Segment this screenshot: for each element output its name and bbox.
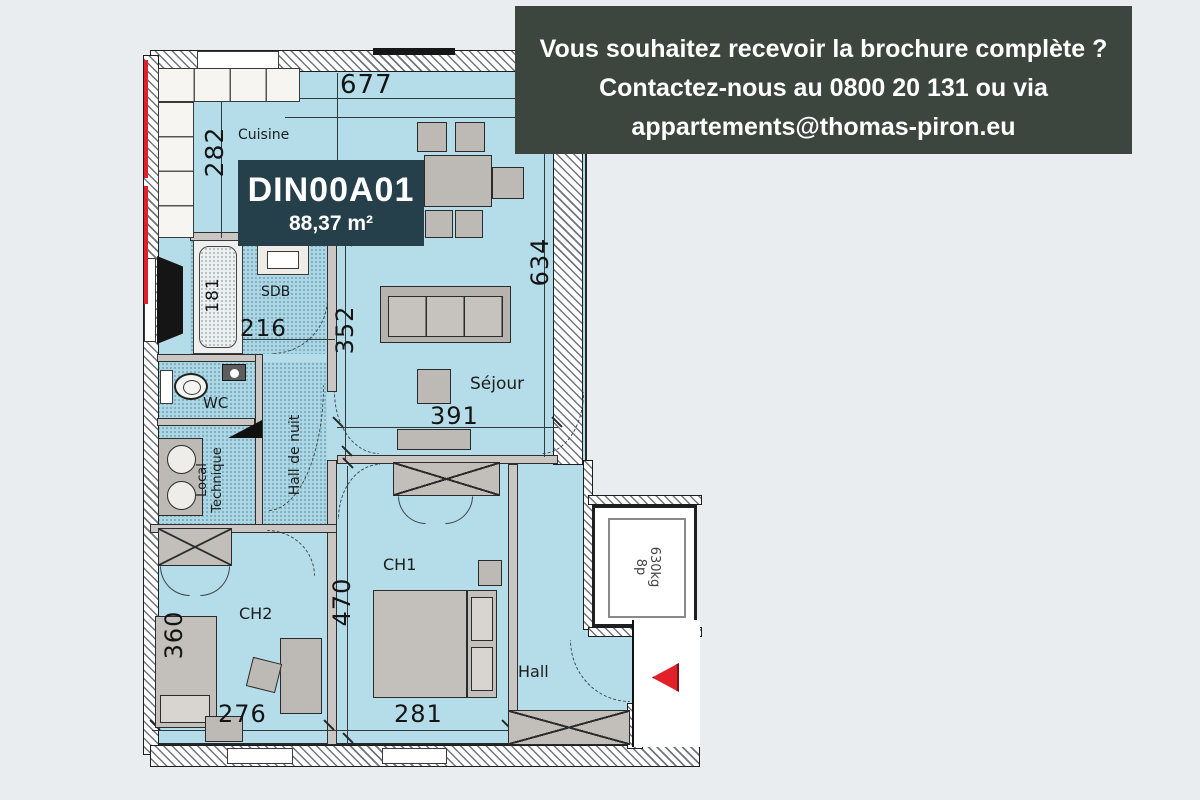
- bathtub: [193, 240, 243, 354]
- ch1-nightstand: [478, 560, 502, 586]
- dim-391: 391: [430, 402, 479, 430]
- dimline-391: [337, 427, 558, 428]
- dim-bathtub: 181: [203, 277, 223, 313]
- sdb-sink: [257, 245, 309, 275]
- hall-de-nuit-label: Hall de nuit: [287, 414, 303, 496]
- wall-main-vertical-lower: [327, 460, 337, 745]
- hall-label: Hall: [518, 662, 549, 681]
- hall-wardrobe: [508, 710, 630, 745]
- window-bottom-2: [382, 748, 447, 764]
- dim-352: 352: [331, 305, 359, 355]
- dimline-470: [347, 466, 348, 745]
- dining-chair: [455, 122, 485, 152]
- elevator-wall-top: [588, 495, 702, 505]
- dim-677: 677: [340, 70, 393, 100]
- ch2-desk: [280, 638, 322, 714]
- sofa: [380, 286, 511, 343]
- wall-wc-lt: [157, 418, 255, 426]
- toilet-tank: [160, 370, 173, 404]
- line-top-a: [160, 98, 583, 99]
- dimline-352: [345, 246, 346, 460]
- red-accent-1: [144, 60, 148, 178]
- sdb-label: SDB: [261, 284, 291, 300]
- window-bottom-1: [227, 748, 293, 764]
- dining-chair: [492, 167, 524, 199]
- kitchen-counter-left: [158, 102, 194, 238]
- line-cuisine-sejour: [337, 73, 338, 232]
- toilet-bowl: [174, 373, 208, 400]
- dim-470: 470: [328, 577, 356, 627]
- ch2-label: CH2: [239, 604, 273, 623]
- dim-216: 216: [240, 316, 287, 342]
- wall-wc-top: [157, 354, 263, 362]
- cuisine-label: Cuisine: [238, 127, 290, 143]
- dim-360: 360: [160, 610, 188, 660]
- line-top-b: [285, 117, 553, 118]
- ch1-wardrobe: [393, 462, 500, 496]
- ch2-bed: [155, 616, 217, 728]
- sdb-sink-basin: [267, 251, 299, 269]
- contact-banner: Vous souhaitez recevoir la brochure comp…: [515, 6, 1132, 154]
- wall-hdn-left: [255, 354, 263, 532]
- dimline-216: [193, 339, 335, 340]
- unit-badge: DIN00A01 88,37 m²: [238, 160, 424, 246]
- red-accent-2: [144, 186, 148, 304]
- sofa-cushions: [388, 296, 503, 337]
- wall-ch1-hall: [508, 464, 518, 745]
- washing-machines: [158, 438, 203, 516]
- ch2-wardrobe: [158, 528, 232, 566]
- unit-code: DIN00A01: [247, 170, 415, 209]
- dimline-bottom: [152, 730, 586, 731]
- dimline-634: [544, 73, 545, 457]
- dim-276: 276: [218, 700, 267, 728]
- window-top-lintel: [373, 48, 455, 55]
- ch2-side-table: [205, 716, 243, 742]
- wc-label: WC: [203, 394, 229, 412]
- tv-stand: [397, 429, 471, 450]
- wall-ch2-top: [150, 524, 337, 533]
- wc-hand-basin: [222, 364, 246, 381]
- shaft-left: [157, 256, 183, 344]
- dim-281: 281: [394, 700, 443, 728]
- dim-282: 282: [199, 126, 229, 178]
- dining-chair: [455, 210, 483, 238]
- banner-line-3: appartements@thomas-piron.eu: [631, 113, 1016, 141]
- coffee-table: [417, 369, 451, 404]
- dining-chair: [425, 210, 453, 238]
- dim-634: 634: [526, 237, 554, 287]
- banner-line-1: Vous souhaitez recevoir la brochure comp…: [539, 35, 1108, 63]
- dining-chair: [417, 122, 447, 152]
- ch1-bed: [373, 590, 497, 698]
- unit-area: 88,37 m²: [288, 211, 374, 235]
- sejour-label: Séjour: [470, 374, 525, 394]
- dining-table: [424, 155, 492, 207]
- ch1-label: CH1: [383, 555, 417, 574]
- kitchen-counter-top: [158, 68, 300, 102]
- banner-line-2: Contactez-nous au 0800 20 131 ou via: [599, 74, 1048, 102]
- bathtub-inner: [199, 246, 237, 348]
- dimline-282: [221, 68, 222, 238]
- elevator-car: [608, 518, 686, 618]
